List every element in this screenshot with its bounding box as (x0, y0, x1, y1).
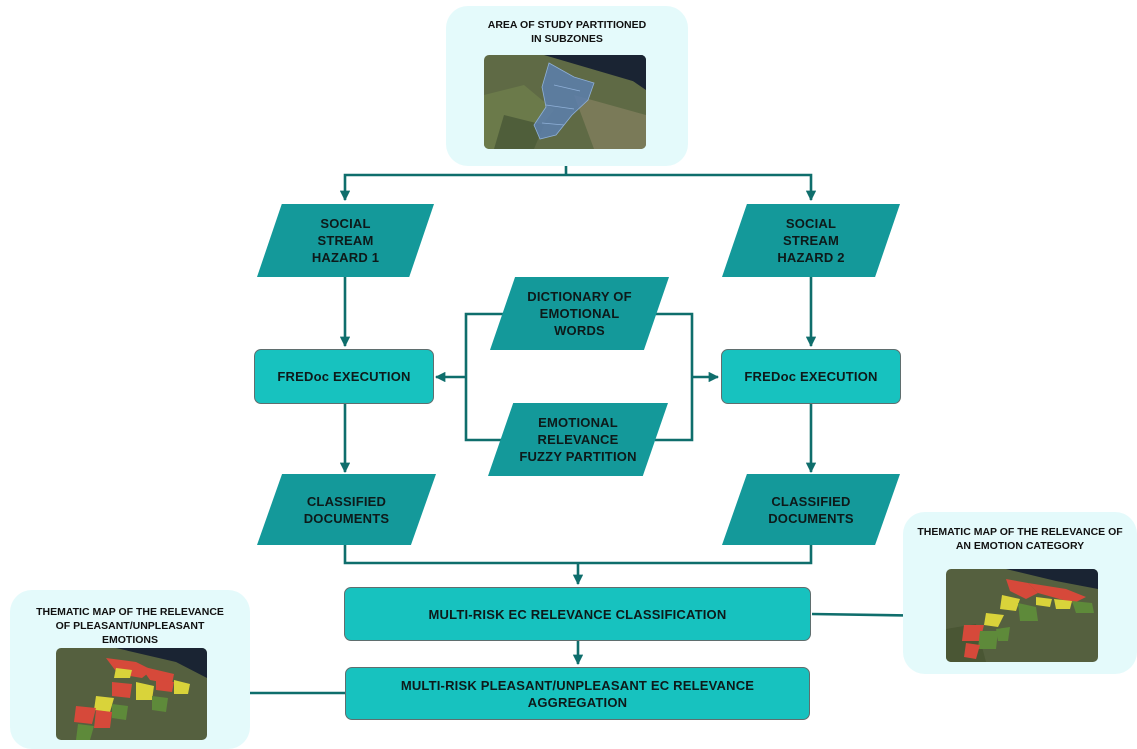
pleasant-unpleasant-map (56, 648, 207, 740)
classified-documents-2: CLASSIFIED DOCUMENTS (722, 474, 900, 545)
emotion-category-map-title: THEMATIC MAP OF THE RELEVANCE OF AN EMOT… (917, 526, 1123, 552)
emotional-relevance-fuzzy-partition-label: EMOTIONAL RELEVANCE FUZZY PARTITION (519, 415, 637, 464)
connector-classified-merge (343, 545, 813, 565)
dictionary-emotional-words: DICTIONARY OF EMOTIONAL WORDS (490, 277, 669, 350)
classified-documents-1: CLASSIFIED DOCUMENTS (257, 474, 436, 545)
classified-documents-2-label: CLASSIFIED DOCUMENTS (768, 493, 854, 526)
social-stream-hazard-1-label: SOCIAL STREAM HAZARD 1 (311, 216, 380, 265)
study-area-title: AREA OF STUDY PARTITIONED IN SUBZONES (487, 19, 647, 45)
fredoc-execution-1: FREDoc EXECUTION (254, 349, 434, 404)
emotion-category-map (946, 569, 1098, 662)
fredoc-execution-2: FREDoc EXECUTION (721, 349, 901, 404)
aggregation-label: MULTI-RISK PLEASANT/UNPLEASANT EC RELEVA… (400, 677, 755, 710)
social-stream-hazard-1: SOCIAL STREAM HAZARD 1 (257, 204, 434, 277)
fredoc-execution-2-label: FREDoc EXECUTION (744, 369, 878, 384)
multi-risk-pleasant-unpleasant-aggregation: MULTI-RISK PLEASANT/UNPLEASANT EC RELEVA… (345, 667, 810, 720)
pleasant-unpleasant-map-title: THEMATIC MAP OF THE RELEVANCE OF PLEASAN… (36, 606, 224, 646)
multi-risk-ec-relevance-classification: MULTI-RISK EC RELEVANCE CLASSIFICATION (344, 587, 811, 641)
classified-documents-1-label: CLASSIFIED DOCUMENTS (303, 493, 390, 526)
dictionary-emotional-words-label: DICTIONARY OF EMOTIONAL WORDS (527, 289, 632, 338)
social-stream-hazard-2-label: SOCIAL STREAM HAZARD 2 (777, 216, 845, 265)
connector-to-stream-2 (566, 173, 817, 202)
study-area-map (484, 55, 646, 149)
connector-to-stream-1 (339, 173, 566, 202)
study-area-panel: AREA OF STUDY PARTITIONED IN SUBZONES (446, 6, 688, 166)
emotional-relevance-fuzzy-partition: EMOTIONAL RELEVANCE FUZZY PARTITION (488, 403, 668, 476)
fredoc-execution-1-label: FREDoc EXECUTION (277, 369, 411, 384)
emotion-category-map-panel: THEMATIC MAP OF THE RELEVANCE OF AN EMOT… (903, 512, 1137, 674)
social-stream-hazard-2: SOCIAL STREAM HAZARD 2 (722, 204, 900, 277)
classification-label: MULTI-RISK EC RELEVANCE CLASSIFICATION (428, 606, 727, 622)
pleasant-unpleasant-map-panel: THEMATIC MAP OF THE RELEVANCE OF PLEASAN… (10, 590, 250, 749)
